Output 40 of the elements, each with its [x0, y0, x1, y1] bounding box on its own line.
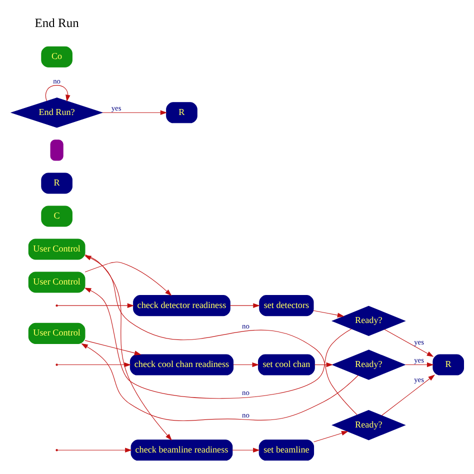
node-box: User Control	[28, 238, 85, 260]
arrow	[84, 255, 357, 416]
node-box: check detector readiness	[132, 295, 230, 316]
node-box	[50, 140, 63, 161]
arrow	[84, 288, 352, 399]
node-diamond: Ready?	[331, 350, 406, 380]
node-box: Co	[40, 46, 72, 68]
arrow	[102, 110, 167, 116]
arrow	[312, 310, 344, 318]
arrow	[56, 448, 132, 453]
arrow	[84, 340, 141, 356]
label: End Run	[34, 16, 78, 30]
arrow	[84, 262, 172, 296]
arrow	[229, 303, 260, 308]
node-diamond: Ready?	[331, 410, 406, 440]
arrow	[84, 254, 172, 440]
node-box: R	[432, 354, 464, 376]
node-box: C	[40, 206, 72, 227]
node-diamond: End Run?	[10, 98, 103, 128]
arrow	[232, 362, 259, 368]
node-box: set beamline	[258, 440, 314, 461]
arrow	[404, 362, 434, 368]
node-box: set cool chan	[257, 354, 314, 376]
arrow	[56, 362, 131, 368]
node-box: set detectors	[258, 295, 314, 316]
arrow	[380, 374, 435, 416]
arrow	[314, 362, 333, 368]
node-diamond: Ready?	[331, 306, 406, 336]
node-box: User Control	[28, 272, 85, 293]
node-box: User Control	[28, 322, 85, 344]
node-box: R	[166, 102, 197, 124]
node-box: check cool chan readiness	[129, 354, 234, 376]
arrow	[384, 329, 434, 357]
arrow	[80, 343, 358, 422]
node-box: R	[40, 172, 72, 194]
arrow	[232, 448, 260, 453]
node-box: check beamline readiness	[130, 440, 232, 461]
arrow	[44, 85, 70, 102]
arrow	[313, 430, 348, 442]
arrow	[56, 303, 134, 308]
